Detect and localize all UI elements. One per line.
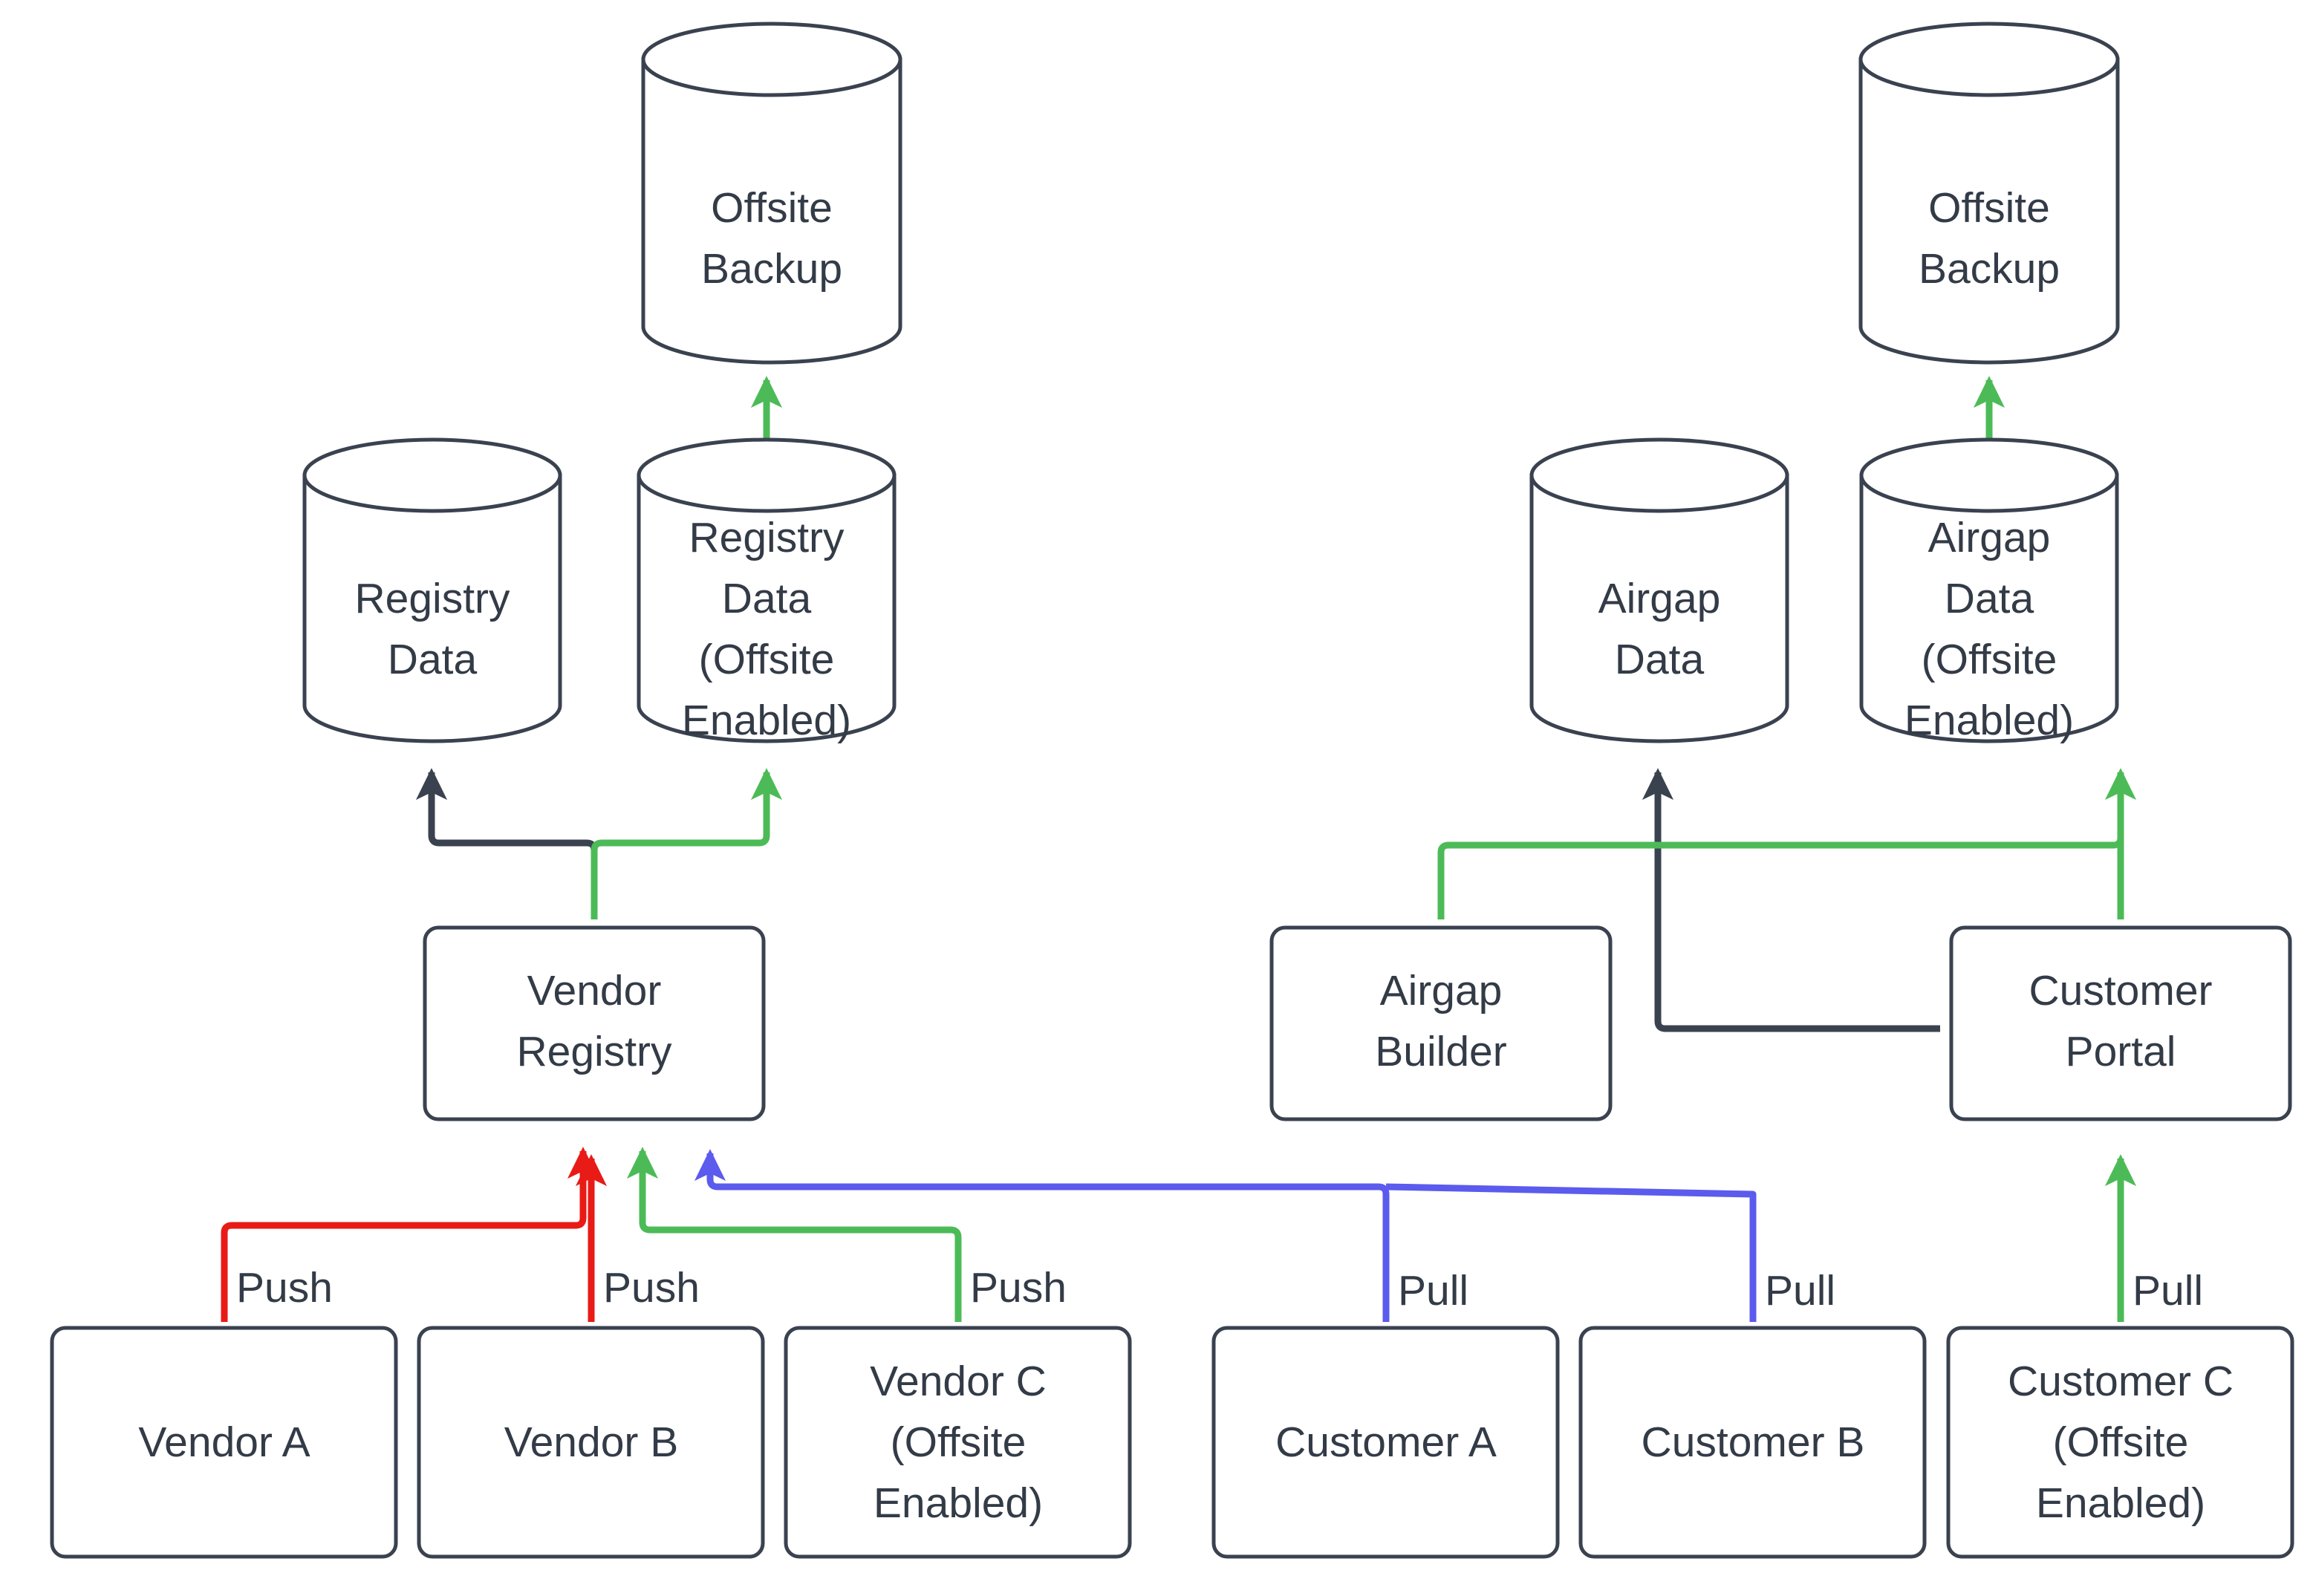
- node-vendor-registry[interactable]: Vendor Registry: [423, 925, 766, 1121]
- node-label: Registry: [354, 575, 510, 622]
- node-label: Enabled): [1904, 697, 2074, 744]
- edge-customer-a-pull: [694, 1149, 1390, 1322]
- edge-label-vendor-b-push: Push: [603, 1264, 700, 1312]
- node-customer-c[interactable]: Customer C (Offsite Enabled): [1946, 1326, 2294, 1559]
- node-label: Registry: [689, 514, 845, 561]
- edge-label-customer-c-pull: Pull: [2133, 1267, 2203, 1315]
- node-label: Airgap: [1380, 967, 1503, 1014]
- node-label: Vendor B: [504, 1419, 679, 1466]
- node-label: Vendor A: [138, 1419, 310, 1466]
- node-vendor-c[interactable]: Vendor C (Offsite Enabled): [784, 1326, 1132, 1559]
- node-label: Vendor: [527, 967, 662, 1014]
- edge-label-customer-a-pull: Pull: [1398, 1267, 1468, 1315]
- edge-vendor-c-push: [626, 1147, 962, 1322]
- node-offsite-backup-right[interactable]: Offsite Backup: [1858, 22, 2120, 365]
- node-label: Customer C: [2008, 1358, 2234, 1405]
- node-label: Airgap: [1598, 575, 1721, 622]
- edge-label-vendor-a-push: Push: [236, 1264, 333, 1312]
- node-airgap-builder[interactable]: Airgap Builder: [1269, 925, 1613, 1121]
- node-registry-data-offsite[interactable]: Registry Data (Offsite Enabled): [637, 437, 897, 744]
- node-label: Enabled): [2036, 1479, 2205, 1527]
- node-airgap-data[interactable]: Airgap Data: [1529, 437, 1789, 743]
- node-label: (Offsite: [699, 636, 835, 683]
- node-label: (Offsite: [2053, 1419, 2189, 1466]
- edge-label-customer-b-pull: Pull: [1765, 1267, 1835, 1315]
- edge-vendor-registry-to-registry-data: [415, 768, 598, 919]
- edge-vendor-registry-to-registry-data-offsite: [591, 768, 783, 919]
- node-offsite-backup-left[interactable]: Offsite Backup: [641, 22, 902, 365]
- node-label: Builder: [1375, 1028, 1506, 1075]
- edge-airgap-builder-to-airgap-data-offsite: [1437, 768, 2137, 919]
- node-vendor-b[interactable]: Vendor B: [417, 1326, 765, 1559]
- node-customer-portal[interactable]: Customer Portal: [1949, 925, 2292, 1121]
- edge-customer-b-pull: [1385, 1183, 1757, 1322]
- node-label: Registry: [516, 1028, 672, 1075]
- node-label: Enabled): [874, 1479, 1043, 1527]
- edge-customer-portal-to-airgap-data: [1642, 768, 1940, 1032]
- node-label: Backup: [701, 245, 842, 293]
- node-label: Airgap: [1928, 514, 2051, 561]
- node-vendor-a[interactable]: Vendor A: [50, 1326, 398, 1559]
- edge-vendor-a-push: [221, 1147, 599, 1322]
- node-customer-a[interactable]: Customer A: [1211, 1326, 1560, 1559]
- edge-label-vendor-c-push: Push: [970, 1264, 1067, 1312]
- node-label: Enabled): [682, 697, 851, 744]
- node-label: Vendor C: [870, 1358, 1047, 1405]
- node-registry-data[interactable]: Registry Data: [302, 437, 562, 743]
- node-label: Customer A: [1275, 1419, 1497, 1466]
- node-customer-b[interactable]: Customer B: [1578, 1326, 1927, 1559]
- node-label: (Offsite: [891, 1419, 1027, 1466]
- node-label: Data: [1615, 636, 1705, 683]
- node-airgap-data-offsite[interactable]: Airgap Data (Offsite Enabled): [1859, 437, 2119, 744]
- node-label: Backup: [1919, 245, 2060, 293]
- node-label: Data: [722, 575, 812, 622]
- node-label: Customer: [2029, 967, 2212, 1014]
- node-label: Offsite: [1928, 184, 2050, 232]
- node-label: Offsite: [711, 184, 833, 232]
- node-label: Data: [388, 636, 478, 683]
- node-label: Portal: [2066, 1028, 2176, 1075]
- node-label: Data: [1945, 575, 2034, 622]
- node-label: Customer B: [1642, 1419, 1865, 1466]
- node-label: (Offsite: [1922, 636, 2057, 683]
